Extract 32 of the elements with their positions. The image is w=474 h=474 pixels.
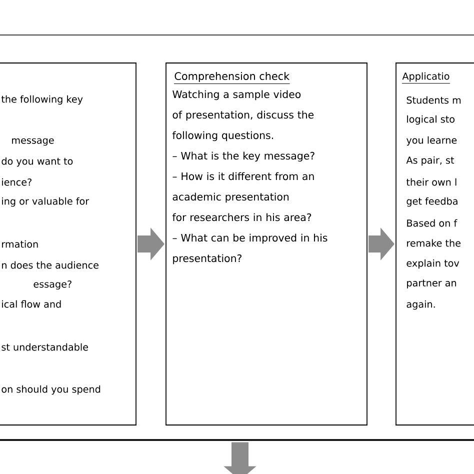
box-text: their own l (406, 178, 456, 186)
box-text: n does the audience (2, 261, 98, 269)
process-box (0, 62, 136, 426)
box-text: get feedba (406, 197, 458, 207)
box-heading: Comprehension check (174, 72, 290, 82)
box-text: – What is the key message? (172, 152, 314, 162)
box-text: ical flow and (2, 300, 61, 308)
box-text: – What can be improved in his presentation? (172, 234, 328, 264)
box-text: As pair, st (406, 156, 454, 166)
box-text: Students m (406, 96, 461, 104)
box-text: explain tov (406, 259, 460, 269)
box-text: logical sto (407, 115, 454, 125)
box-text: rmation (2, 240, 38, 248)
box-text: Based on f (407, 219, 458, 227)
box-text: partner an (407, 280, 456, 288)
box-text: ing or valuable for (2, 197, 90, 207)
box-text: message (12, 138, 54, 146)
box-text: st understandable (2, 343, 88, 351)
box-text: remake the (407, 239, 460, 247)
box-text: do you want to (2, 157, 73, 167)
frame (0, 34, 474, 441)
box-text: again. (406, 300, 435, 310)
box-text: you learne (406, 136, 457, 146)
box-heading: Applicatio (402, 72, 450, 82)
process-box (396, 62, 474, 426)
box-text: Watching a sample video of presentation, discuss the following questions. (172, 90, 314, 142)
box-text: for researchers in his area? (172, 213, 312, 222)
process-box (166, 62, 368, 426)
box-text: ience? (2, 178, 32, 186)
box-text: the following key (1, 95, 83, 105)
box-text: essage? (34, 280, 72, 290)
box-text: on should you spend (2, 385, 100, 395)
